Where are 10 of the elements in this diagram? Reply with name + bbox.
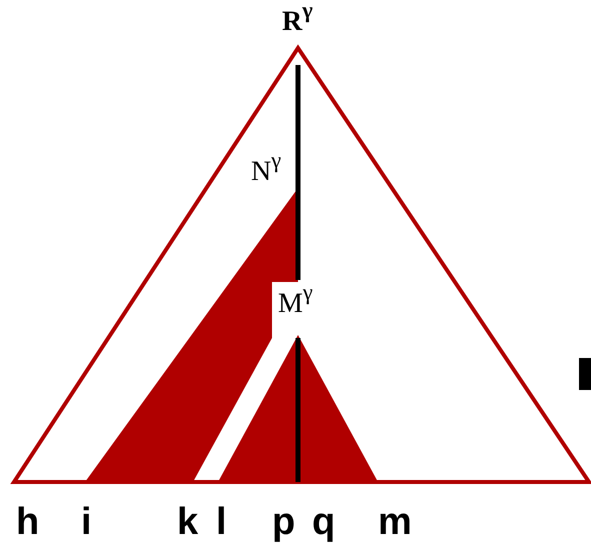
leaf-letter: p [272, 503, 296, 541]
node-label: N$^{γ}$ [251, 158, 282, 186]
leaf-letter: i [81, 503, 92, 541]
leaf-letter: h [16, 503, 40, 541]
leaf-letter: q [312, 503, 336, 541]
leaf-letter: k [177, 503, 198, 541]
node-label: R$^{γ}$ [282, 8, 313, 36]
leaf-letter: m [378, 503, 412, 541]
leaf-letter: l [216, 503, 227, 541]
node-label: M$^{γ}$ [278, 290, 313, 318]
